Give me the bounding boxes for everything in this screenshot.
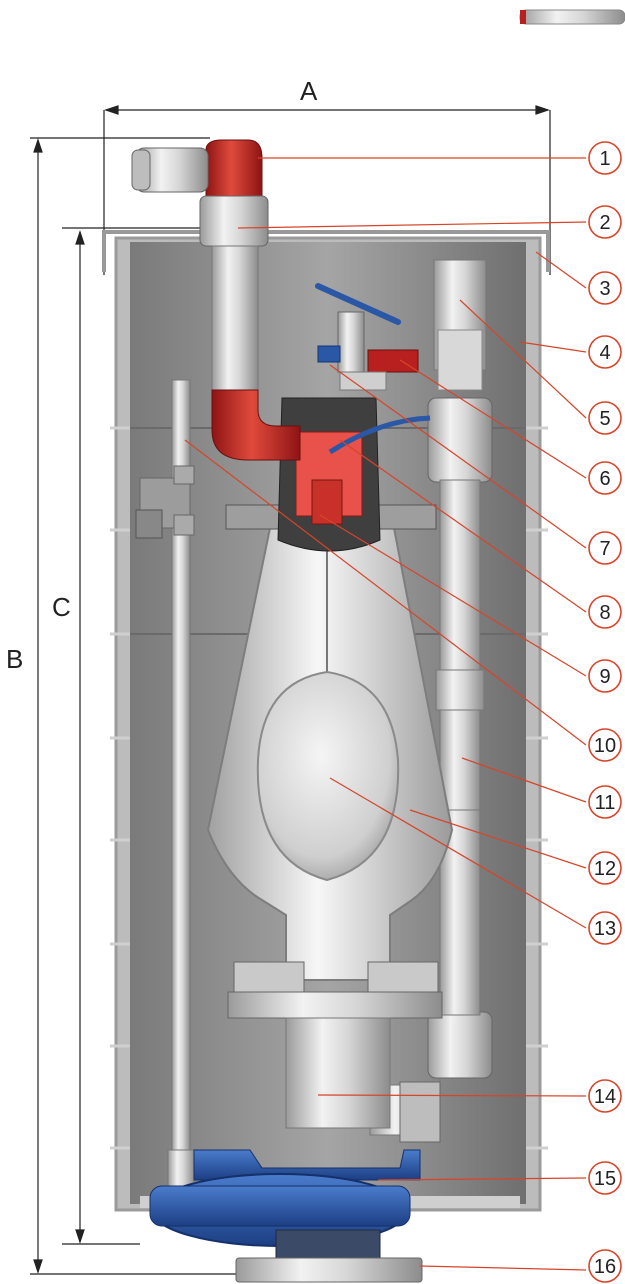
float bbox=[256, 500, 400, 882]
callout-16: 16 bbox=[588, 1249, 622, 1283]
callout-15: 15 bbox=[588, 1161, 622, 1195]
callout-8-label: 8 bbox=[599, 602, 610, 624]
callout-11: 11 bbox=[588, 785, 622, 819]
callout-9-label: 9 bbox=[599, 666, 610, 688]
callout-6-label: 6 bbox=[599, 468, 610, 490]
callout-4-label: 4 bbox=[599, 342, 610, 364]
pump-base bbox=[149, 1149, 423, 1283]
callout-13-label: 13 bbox=[594, 918, 616, 940]
callout-13: 13 bbox=[588, 911, 622, 945]
callout-9: 9 bbox=[588, 659, 622, 693]
top-right-bar-tip bbox=[520, 10, 526, 24]
callout-15-label: 15 bbox=[594, 1168, 616, 1190]
callout-12-label: 12 bbox=[594, 858, 616, 880]
dimension-c-label: C bbox=[52, 592, 71, 622]
callout-6: 6 bbox=[588, 461, 622, 495]
callout-8: 8 bbox=[588, 595, 622, 629]
callout-1-label: 1 bbox=[599, 148, 610, 170]
callout-10: 10 bbox=[588, 728, 622, 762]
callout-leaders bbox=[184, 157, 587, 1271]
callout-7: 7 bbox=[588, 531, 622, 565]
valve-assembly bbox=[225, 283, 437, 552]
callouts: 1 2 3 4 5 6 7 8 9 10 11 12 13 14 15 16 bbox=[588, 141, 622, 1283]
callout-2: 2 bbox=[588, 205, 622, 239]
callout-4: 4 bbox=[588, 335, 622, 369]
callout-1: 1 bbox=[588, 141, 622, 175]
callout-3: 3 bbox=[588, 271, 622, 305]
callout-16-label: 16 bbox=[594, 1256, 616, 1278]
callout-3-label: 3 bbox=[599, 278, 610, 300]
dimension-b-label: B bbox=[6, 644, 23, 674]
callout-5: 5 bbox=[588, 401, 622, 435]
inlet-pipe bbox=[131, 139, 301, 461]
callout-7-label: 7 bbox=[599, 538, 610, 560]
callout-14: 14 bbox=[588, 1079, 622, 1113]
dimension-a-label: A bbox=[300, 76, 318, 106]
dimension-b bbox=[30, 137, 240, 1275]
guide-rod bbox=[135, 379, 195, 1205]
callout-11-label: 11 bbox=[595, 792, 616, 814]
top-right-bar bbox=[519, 9, 625, 25]
dimension-c bbox=[62, 227, 200, 1245]
callout-12: 12 bbox=[588, 851, 622, 885]
callout-14-label: 14 bbox=[594, 1086, 616, 1108]
callout-2-label: 2 bbox=[599, 212, 610, 234]
callout-10-label: 10 bbox=[594, 735, 616, 757]
callout-5-label: 5 bbox=[599, 408, 610, 430]
